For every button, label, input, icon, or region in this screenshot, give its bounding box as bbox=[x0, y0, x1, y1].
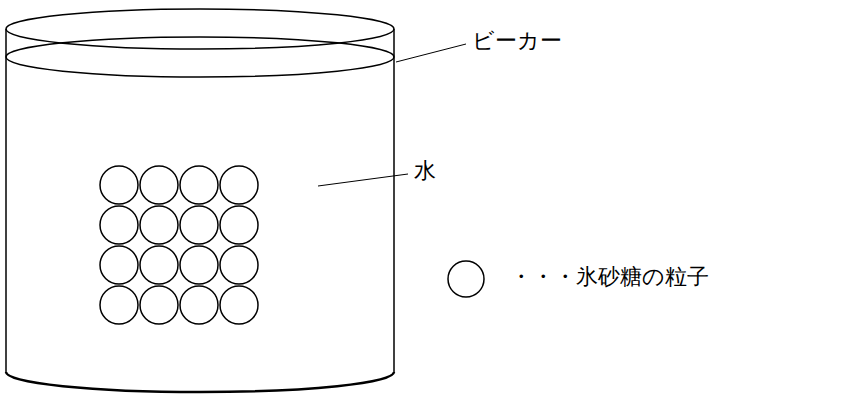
sugar-particle bbox=[100, 206, 138, 244]
beaker-bottom bbox=[6, 372, 394, 392]
sugar-particle bbox=[180, 246, 218, 284]
beaker-wall bbox=[5, 29, 7, 372]
sugar-particle bbox=[220, 246, 258, 284]
particle-grid bbox=[100, 166, 258, 324]
sugar-particle bbox=[140, 166, 178, 204]
sugar-particle bbox=[220, 286, 258, 324]
beaker-wall bbox=[393, 29, 395, 372]
sugar-particle bbox=[180, 286, 218, 324]
sugar-particle bbox=[140, 286, 178, 324]
sugar-particle bbox=[220, 206, 258, 244]
leader-line bbox=[396, 44, 466, 62]
sugar-particle bbox=[140, 246, 178, 284]
sugar-particle bbox=[140, 206, 178, 244]
part-label: ビーカー bbox=[472, 28, 562, 54]
water-surface bbox=[6, 37, 394, 77]
sugar-particle bbox=[180, 166, 218, 204]
sugar-particle bbox=[220, 166, 258, 204]
part-label: 水 bbox=[414, 158, 436, 184]
leader-line bbox=[318, 174, 408, 186]
sugar-particle bbox=[100, 246, 138, 284]
legend-sample bbox=[448, 261, 484, 297]
sugar-particle bbox=[180, 206, 218, 244]
sugar-particle bbox=[100, 286, 138, 324]
sugar-particle bbox=[100, 166, 138, 204]
legend-text: ・・・氷砂糖の粒子 bbox=[510, 264, 709, 290]
